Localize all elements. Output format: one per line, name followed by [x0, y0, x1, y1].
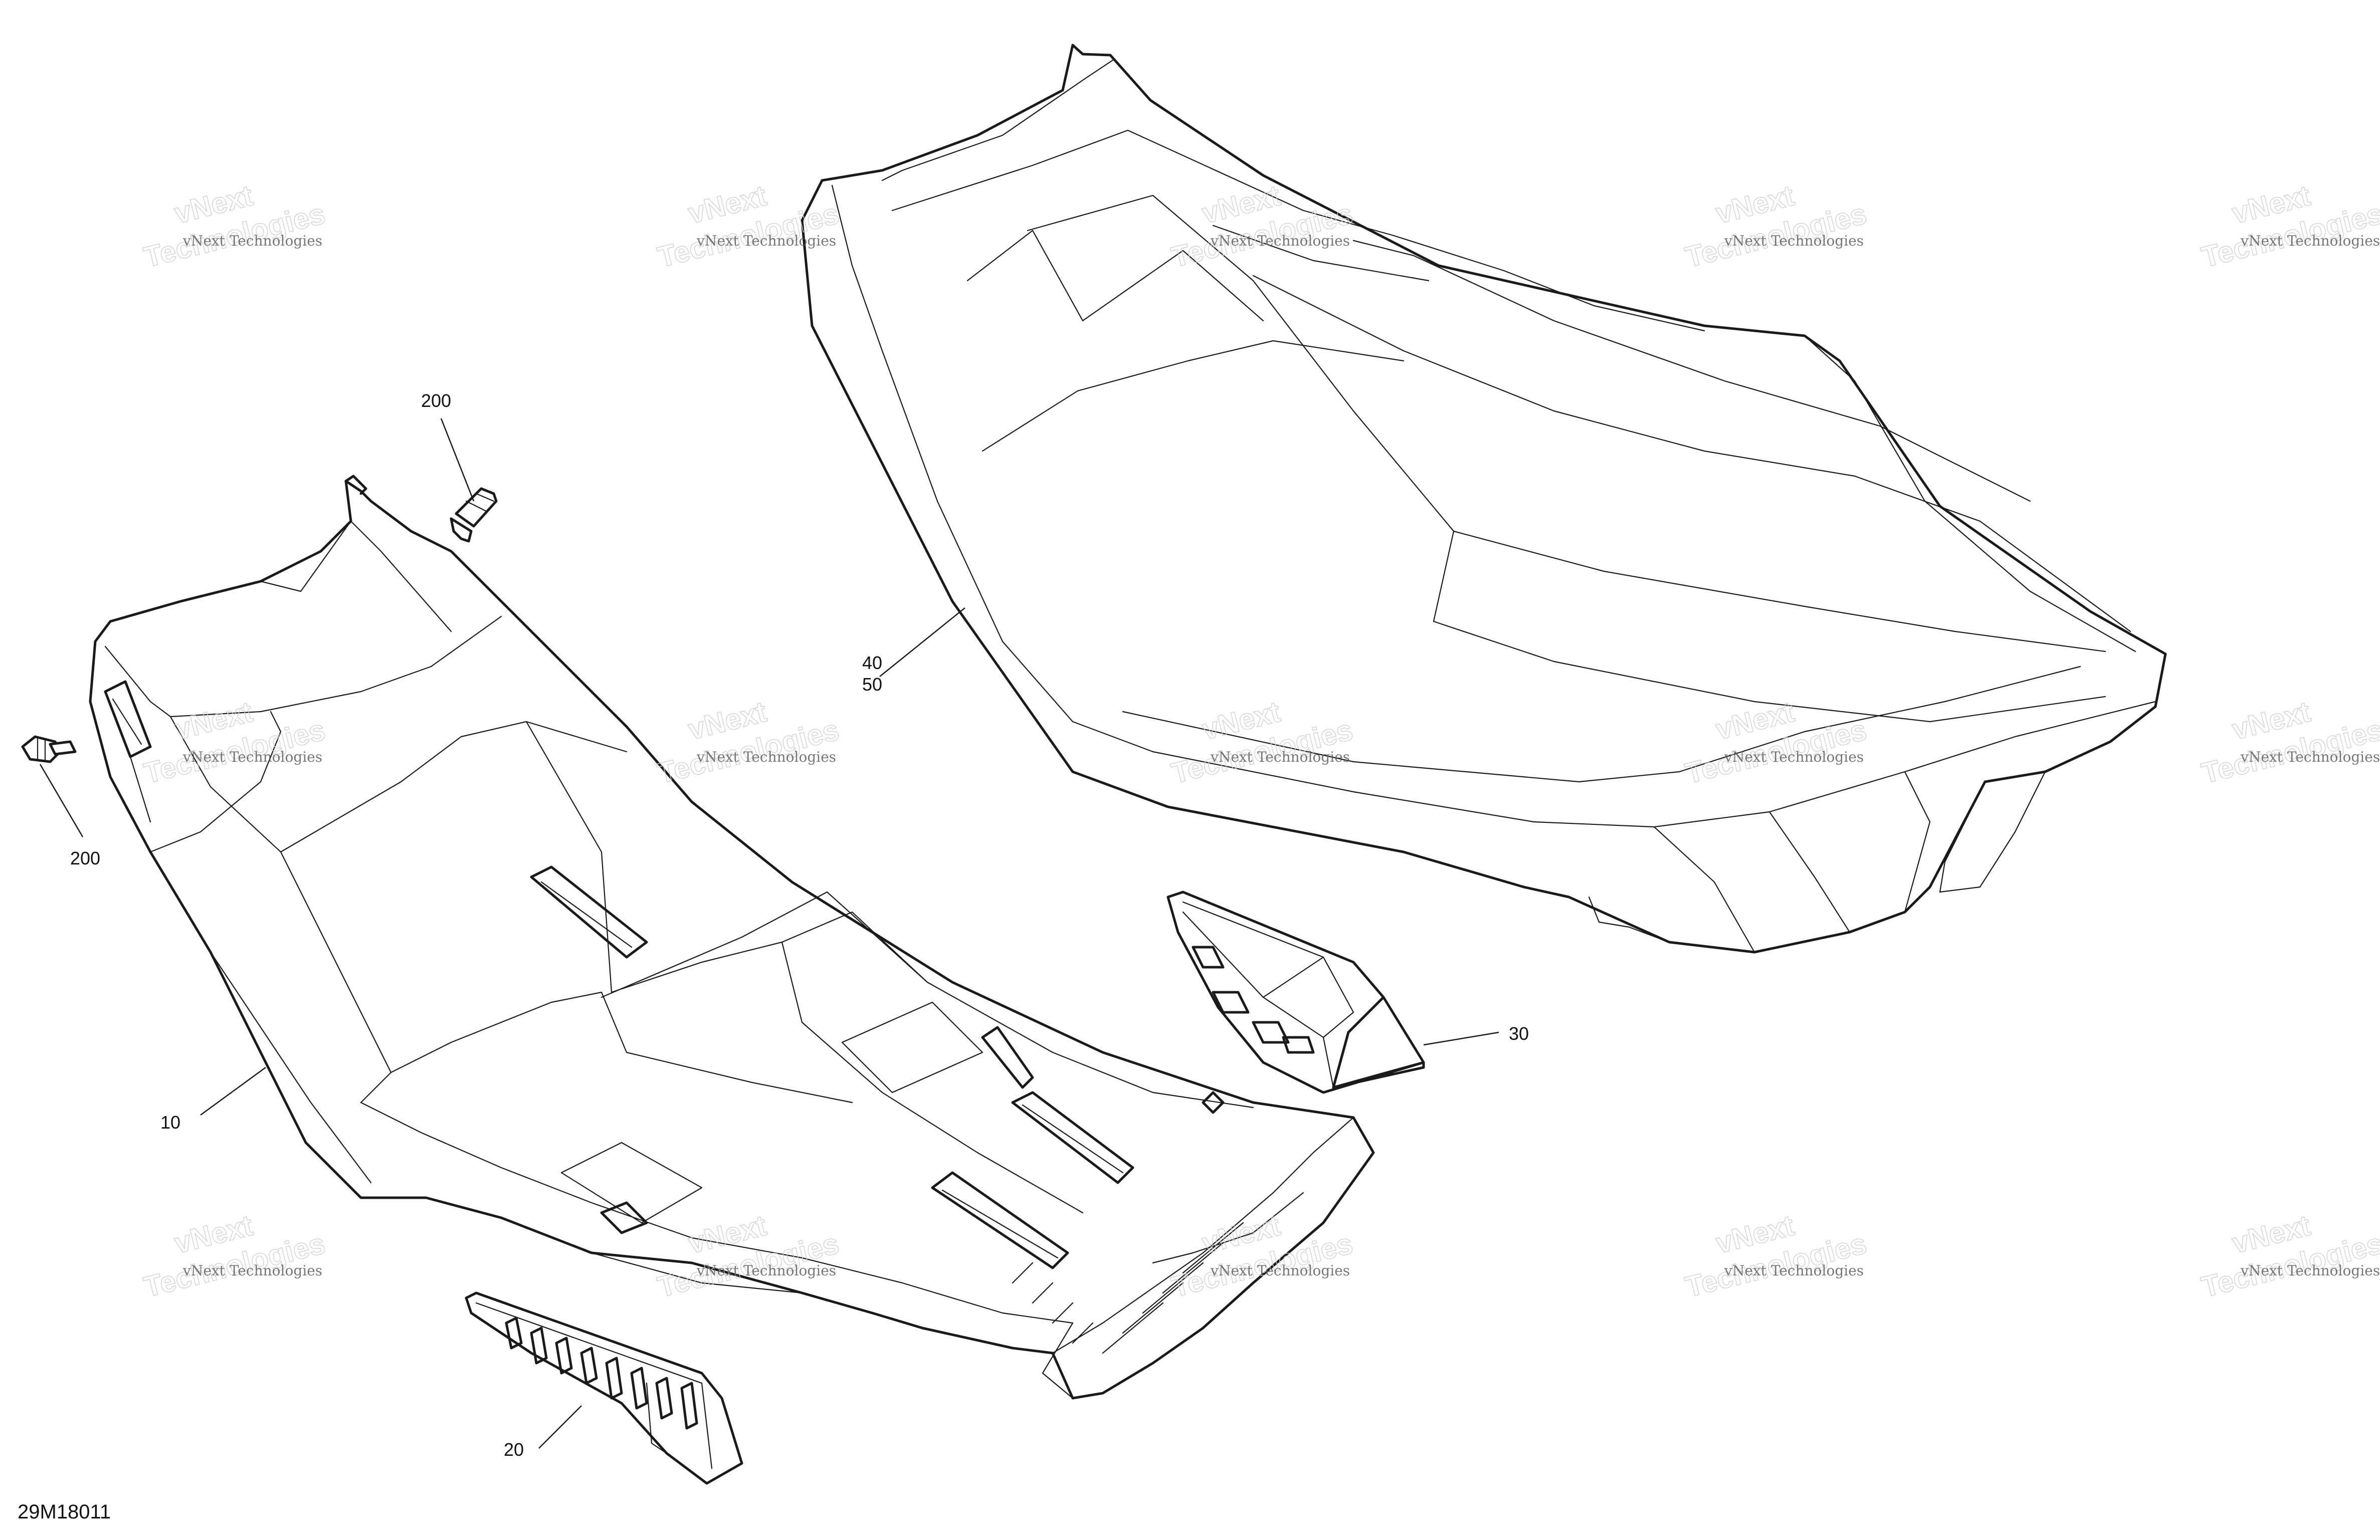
svg-text:vNext Technologies: vNext Technologies: [182, 749, 322, 765]
svg-text:vNext Technologies: vNext Technologies: [696, 1262, 836, 1279]
seat-upper-part: [801, 44, 2167, 954]
fastener-top-part: [450, 487, 498, 543]
watermark: vNext Technologies vNext Technologies: [1682, 179, 1870, 274]
watermark: vNext Technologies vNext Technologies: [1682, 1209, 1870, 1304]
callout-30: 30: [1509, 1023, 1529, 1044]
svg-text:vNext Technologies: vNext Technologies: [182, 1262, 322, 1279]
svg-text:vNext Technologies: vNext Technologies: [696, 749, 836, 765]
callout-10: 10: [160, 1112, 180, 1133]
svg-text:vNext Technologies: vNext Technologies: [2240, 233, 2380, 249]
svg-text:vNext Technologies: vNext Technologies: [2240, 1262, 2380, 1279]
fastener-left-part: [21, 735, 77, 763]
callout-200-top: 200: [421, 390, 451, 411]
svg-text:vNext Technologies: vNext Technologies: [1210, 233, 1350, 249]
svg-text:vNext Technologies: vNext Technologies: [696, 233, 836, 249]
svg-text:vNext Technologies: vNext Technologies: [1724, 233, 1864, 249]
watermark: vNext Technologies vNext Technologies: [2198, 695, 2380, 790]
leader-200-left: [39, 764, 84, 837]
storage-tub-part: [89, 475, 1375, 1400]
diagram-code: 29M18011: [18, 1501, 111, 1523]
leader-30: [1423, 1031, 1499, 1046]
callout-200-left: 200: [70, 848, 100, 868]
leader-40: [879, 607, 965, 677]
svg-text:vNext Technologies: vNext Technologies: [1210, 749, 1350, 765]
svg-text:vNext Technologies: vNext Technologies: [1210, 1262, 1350, 1279]
watermark: vNext Technologies vNext Technologies: [140, 179, 329, 274]
watermark: vNext Technologies vNext Technologies: [2198, 179, 2380, 274]
svg-text:vNext Technologies: vNext Technologies: [182, 233, 322, 249]
leader-20: [538, 1405, 582, 1449]
callout-40: 40: [862, 652, 882, 673]
watermark: vNext Technologies vNext Technologies: [140, 1209, 329, 1304]
callout-50: 50: [862, 674, 882, 695]
svg-text:vNext Technologies: vNext Technologies: [1724, 1262, 1864, 1279]
svg-text:vNext Technologies: vNext Technologies: [1724, 749, 1864, 765]
callout-20: 20: [504, 1439, 524, 1460]
leader-10: [200, 1066, 266, 1116]
front-cover-part: [465, 1291, 743, 1485]
watermark: vNext Technologies vNext Technologies: [2198, 1209, 2380, 1304]
rear-cover-part: [1166, 891, 1425, 1094]
leader-200-top: [440, 418, 475, 502]
svg-text:vNext Technologies: vNext Technologies: [2240, 749, 2380, 765]
